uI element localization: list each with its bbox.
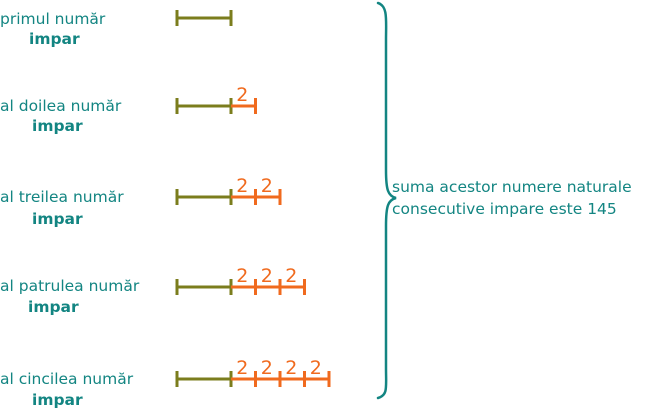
summary-line2: consecutive impare este 145 — [392, 200, 617, 218]
increment-label: 2 — [236, 357, 248, 379]
increment-label: 2 — [310, 357, 322, 379]
increment-label: 2 — [236, 175, 248, 197]
row-label-2-line2: impar — [32, 117, 83, 135]
row-label-1-line2: impar — [29, 30, 80, 48]
row-label-5-line1: al cincilea număr — [0, 370, 134, 388]
summary-line1: suma acestor numere naturale — [392, 178, 632, 196]
summary-text: suma acestor numere naturale consecutive… — [392, 176, 632, 220]
increment-label: 2 — [285, 357, 297, 379]
row-label-1: primul număr impar — [0, 10, 106, 48]
row-label-3: al treilea număr impar — [0, 188, 124, 228]
curly-brace — [376, 1, 397, 400]
increment-label: 2 — [261, 175, 273, 197]
increment-label: 2 — [261, 357, 273, 379]
row-label-3-line2: impar — [32, 210, 83, 228]
row-label-3-line1: al treilea număr — [0, 188, 124, 206]
increment-label: 2 — [236, 265, 248, 287]
row-label-2-line1: al doilea număr — [0, 97, 122, 115]
increment-label: 2 — [285, 265, 297, 287]
row-label-2: al doilea număr impar — [0, 97, 122, 135]
row-label-4: al patrulea număr impar — [0, 277, 140, 316]
row-label-4-line2: impar — [28, 298, 79, 316]
increment-label: 2 — [236, 84, 248, 106]
increment-label: 2 — [261, 265, 273, 287]
row-label-1-line1: primul număr — [0, 10, 106, 28]
row-label-4-line1: al patrulea număr — [0, 277, 140, 295]
row-label-5: al cincilea număr impar — [0, 370, 134, 409]
row-label-5-line2: impar — [32, 391, 83, 409]
